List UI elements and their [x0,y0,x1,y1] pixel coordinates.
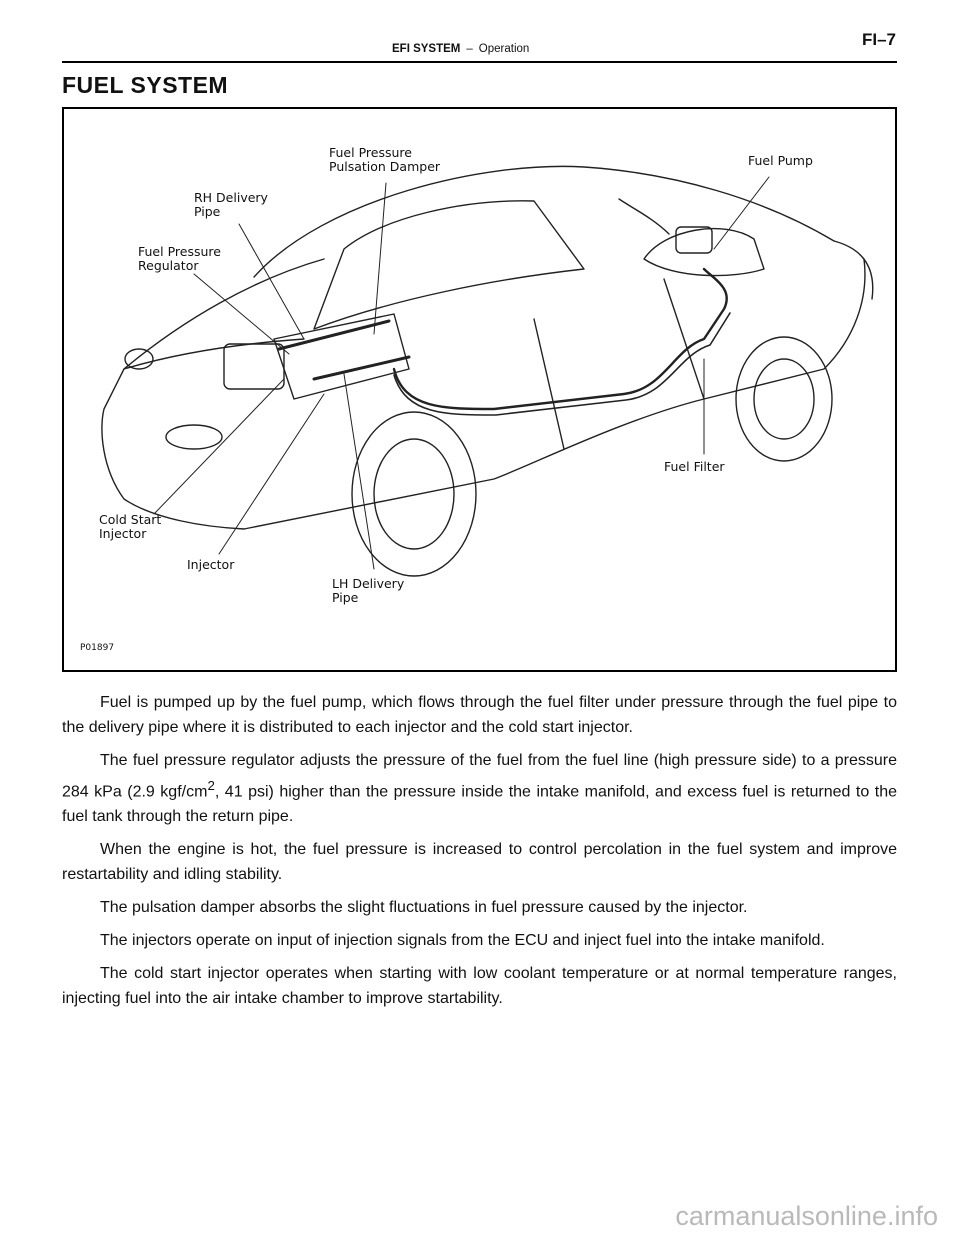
label-fuel-filter: Fuel Filter [664,459,725,474]
label-fuel-pump: Fuel Pump [748,153,813,168]
car-front-wheel [351,411,477,577]
paragraph-2-part-a: The fuel pressure regulator adjusts the … [62,752,897,801]
car-windshield [313,200,585,330]
section-title: EFI SYSTEM [392,43,461,55]
engine-block [273,313,410,400]
paragraph-2: The fuel pressure regulator adjusts the … [62,748,897,829]
leader-line-pulsation-damper [373,182,387,335]
paragraph-5: The injectors operate on input of inject… [100,932,825,950]
car-front [101,368,245,530]
watermark: carmanualsonline.info [675,1201,938,1231]
label-lh-delivery-pipe: LH Delivery Pipe [332,576,405,605]
fuel-return-line [393,312,731,416]
car-front-wheel-rim [373,438,455,550]
paragraph-1: Fuel is pumped up by the fuel pump, whic… [62,694,897,736]
label-injector: Injector [187,557,235,572]
subsection-title: Operation [478,43,530,55]
paragraph-6: The cold start injector operates when st… [62,965,897,1008]
fuel-system-figure: Fuel Pressure Pulsation Damper Fuel Pump… [62,107,897,672]
car-fog-light [124,348,154,370]
body-text: Fuel is pumped up by the fuel pump, whic… [62,690,897,1019]
fuel-pump-shape [675,226,713,254]
label-fuel-pressure-regulator: Fuel Pressure Regulator [138,244,221,273]
car-roof-outline [253,165,835,278]
car-side [243,258,866,530]
header-rule [62,61,897,63]
leader-line-rh-delivery-pipe [238,223,305,340]
header-separator: – [466,43,473,55]
fuel-tank [643,227,765,277]
page-title: FUEL SYSTEM [62,72,229,98]
label-rh-delivery-pipe: RH Delivery Pipe [194,190,268,219]
paragraph-3: When the engine is hot, the fuel pressur… [62,841,897,884]
car-rear-wheel [735,336,833,462]
leader-line-fuel-pump [713,176,770,250]
fuel-filler-neck [618,198,670,235]
label-fuel-pressure-pulsation-damper: Fuel Pressure Pulsation Damper [329,145,441,174]
paragraph-4: The pulsation damper absorbs the slight … [100,899,748,917]
leader-line-lh-delivery-pipe [343,373,375,570]
leader-line-cold-start-injector [153,378,285,515]
rh-delivery-pipe-shape [277,319,391,351]
label-cold-start-injector: Cold Start Injector [99,512,162,541]
figure-code: P01897 [80,643,115,653]
car-rear-wheel-rim [753,358,815,440]
car-fuel-system-illustration [101,165,874,577]
car-door-line [533,278,705,450]
paragraph-2-part-b: , 41 psi) higher than the pressure insid… [62,783,898,826]
car-rear [833,240,874,300]
lh-delivery-pipe-shape [312,355,411,381]
fuel-line [392,267,728,411]
page-number: FI–7 [861,30,896,49]
engine-air-box [223,343,285,390]
car-headlight [165,424,223,450]
superscript-2: 2 [207,778,215,793]
leader-line-injector [218,393,325,555]
leader-line-fuel-pressure-regulator [193,273,290,355]
running-head: EFI SYSTEM–Operation [392,43,529,55]
